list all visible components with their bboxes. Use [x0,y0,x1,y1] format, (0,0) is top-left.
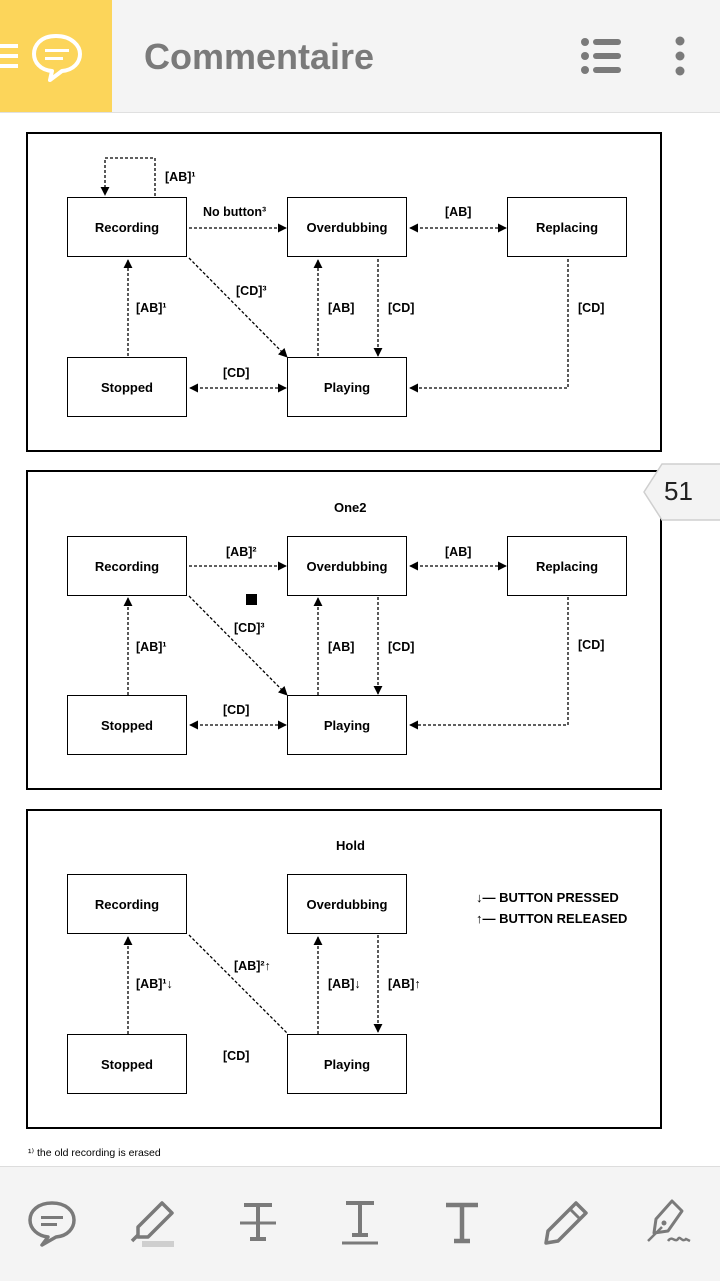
node-playing: Playing [287,1034,407,1094]
legend-pressed: ↓— BUTTON PRESSED [476,890,619,905]
node-replacing: Replacing [507,197,627,257]
label-rec-play: [CD]³ [236,284,267,298]
page-title: Commentaire [144,36,375,77]
self-loop-arrow [100,157,156,196]
node-overdubbing: Overdubbing [287,197,407,257]
speech-bubble-icon[interactable] [26,1197,78,1249]
diagram-panel-1 [26,132,662,452]
annotation-toolbar [0,1166,720,1281]
label-play-over: [AB] [328,640,355,654]
badge-shape [643,463,720,521]
menu-comment-icon [0,34,82,82]
annotation-mode-button[interactable] [0,0,112,112]
label-rec-play: [CD]³ [234,621,265,635]
diagram-connectors [100,157,569,1034]
node-overdubbing: Overdubbing [287,874,407,934]
label-self-loop: [AB]¹ [165,170,196,184]
label-rec-play: [AB]²↑ [234,959,271,973]
bullet-marker [246,594,257,605]
label-stop-rec: [AB]¹↓ [136,977,173,991]
legend-pressed-label: BUTTON PRESSED [499,890,619,905]
legend-released-label: BUTTON RELEASED [499,911,628,926]
diagram-title: Hold [336,838,365,853]
more-vertical-icon[interactable] [668,36,692,76]
node-replacing: Replacing [507,536,627,596]
node-stopped: Stopped [67,1034,187,1094]
node-recording: Recording [67,874,187,934]
top-app-bar: Commentaire [0,0,720,113]
label-over-repl: [AB] [445,205,472,219]
signature-pen-icon[interactable] [642,1197,694,1249]
page-number: 51 [664,476,693,506]
diagram-panel-2 [26,470,662,790]
diagram-title: One2 [334,500,367,515]
label-rec-over: [AB]² [226,545,257,559]
pressed-arrow: ↓— [476,890,496,905]
label-repl-play: [CD] [578,638,605,652]
node-playing: Playing [287,695,407,755]
text-t-icon[interactable] [436,1197,488,1249]
label-repl-play: [CD] [578,301,605,315]
document-page[interactable]: Recording Overdubbing Replacing Stopped … [0,113,720,1166]
node-overdubbing: Overdubbing [287,536,407,596]
strikethrough-t-icon[interactable] [232,1197,284,1249]
label-over-play: [AB]↑ [388,977,421,991]
list-icon[interactable] [578,36,624,76]
label-stop-play: [CD] [223,703,250,717]
footnote: ¹⁾ the old recording is erased [28,1147,161,1159]
label-stop-rec: [AB]¹ [136,640,167,654]
node-recording: Recording [67,536,187,596]
label-over-play: [CD] [388,640,415,654]
label-play-over: [AB] [328,301,355,315]
label-stop-play: [CD] [223,366,250,380]
legend-released: ↑— BUTTON RELEASED [476,911,627,926]
node-stopped: Stopped [67,357,187,417]
page-number-badge[interactable]: 51 [642,462,720,522]
label-rec-over: No button³ [203,205,267,219]
pencil-icon[interactable] [540,1197,592,1249]
node-playing: Playing [287,357,407,417]
label-over-repl: [AB] [445,545,472,559]
label-stop-rec: [AB]¹ [136,301,167,315]
underline-t-icon[interactable] [334,1197,386,1249]
node-recording: Recording [67,197,187,257]
label-over-play: [CD] [388,301,415,315]
released-arrow: ↑— [476,911,496,926]
label-stop-play: [CD] [223,1049,250,1063]
diagram-panel-3 [26,809,662,1129]
node-stopped: Stopped [67,695,187,755]
highlighter-icon[interactable] [128,1197,180,1249]
label-play-over: [AB]↓ [328,977,361,991]
